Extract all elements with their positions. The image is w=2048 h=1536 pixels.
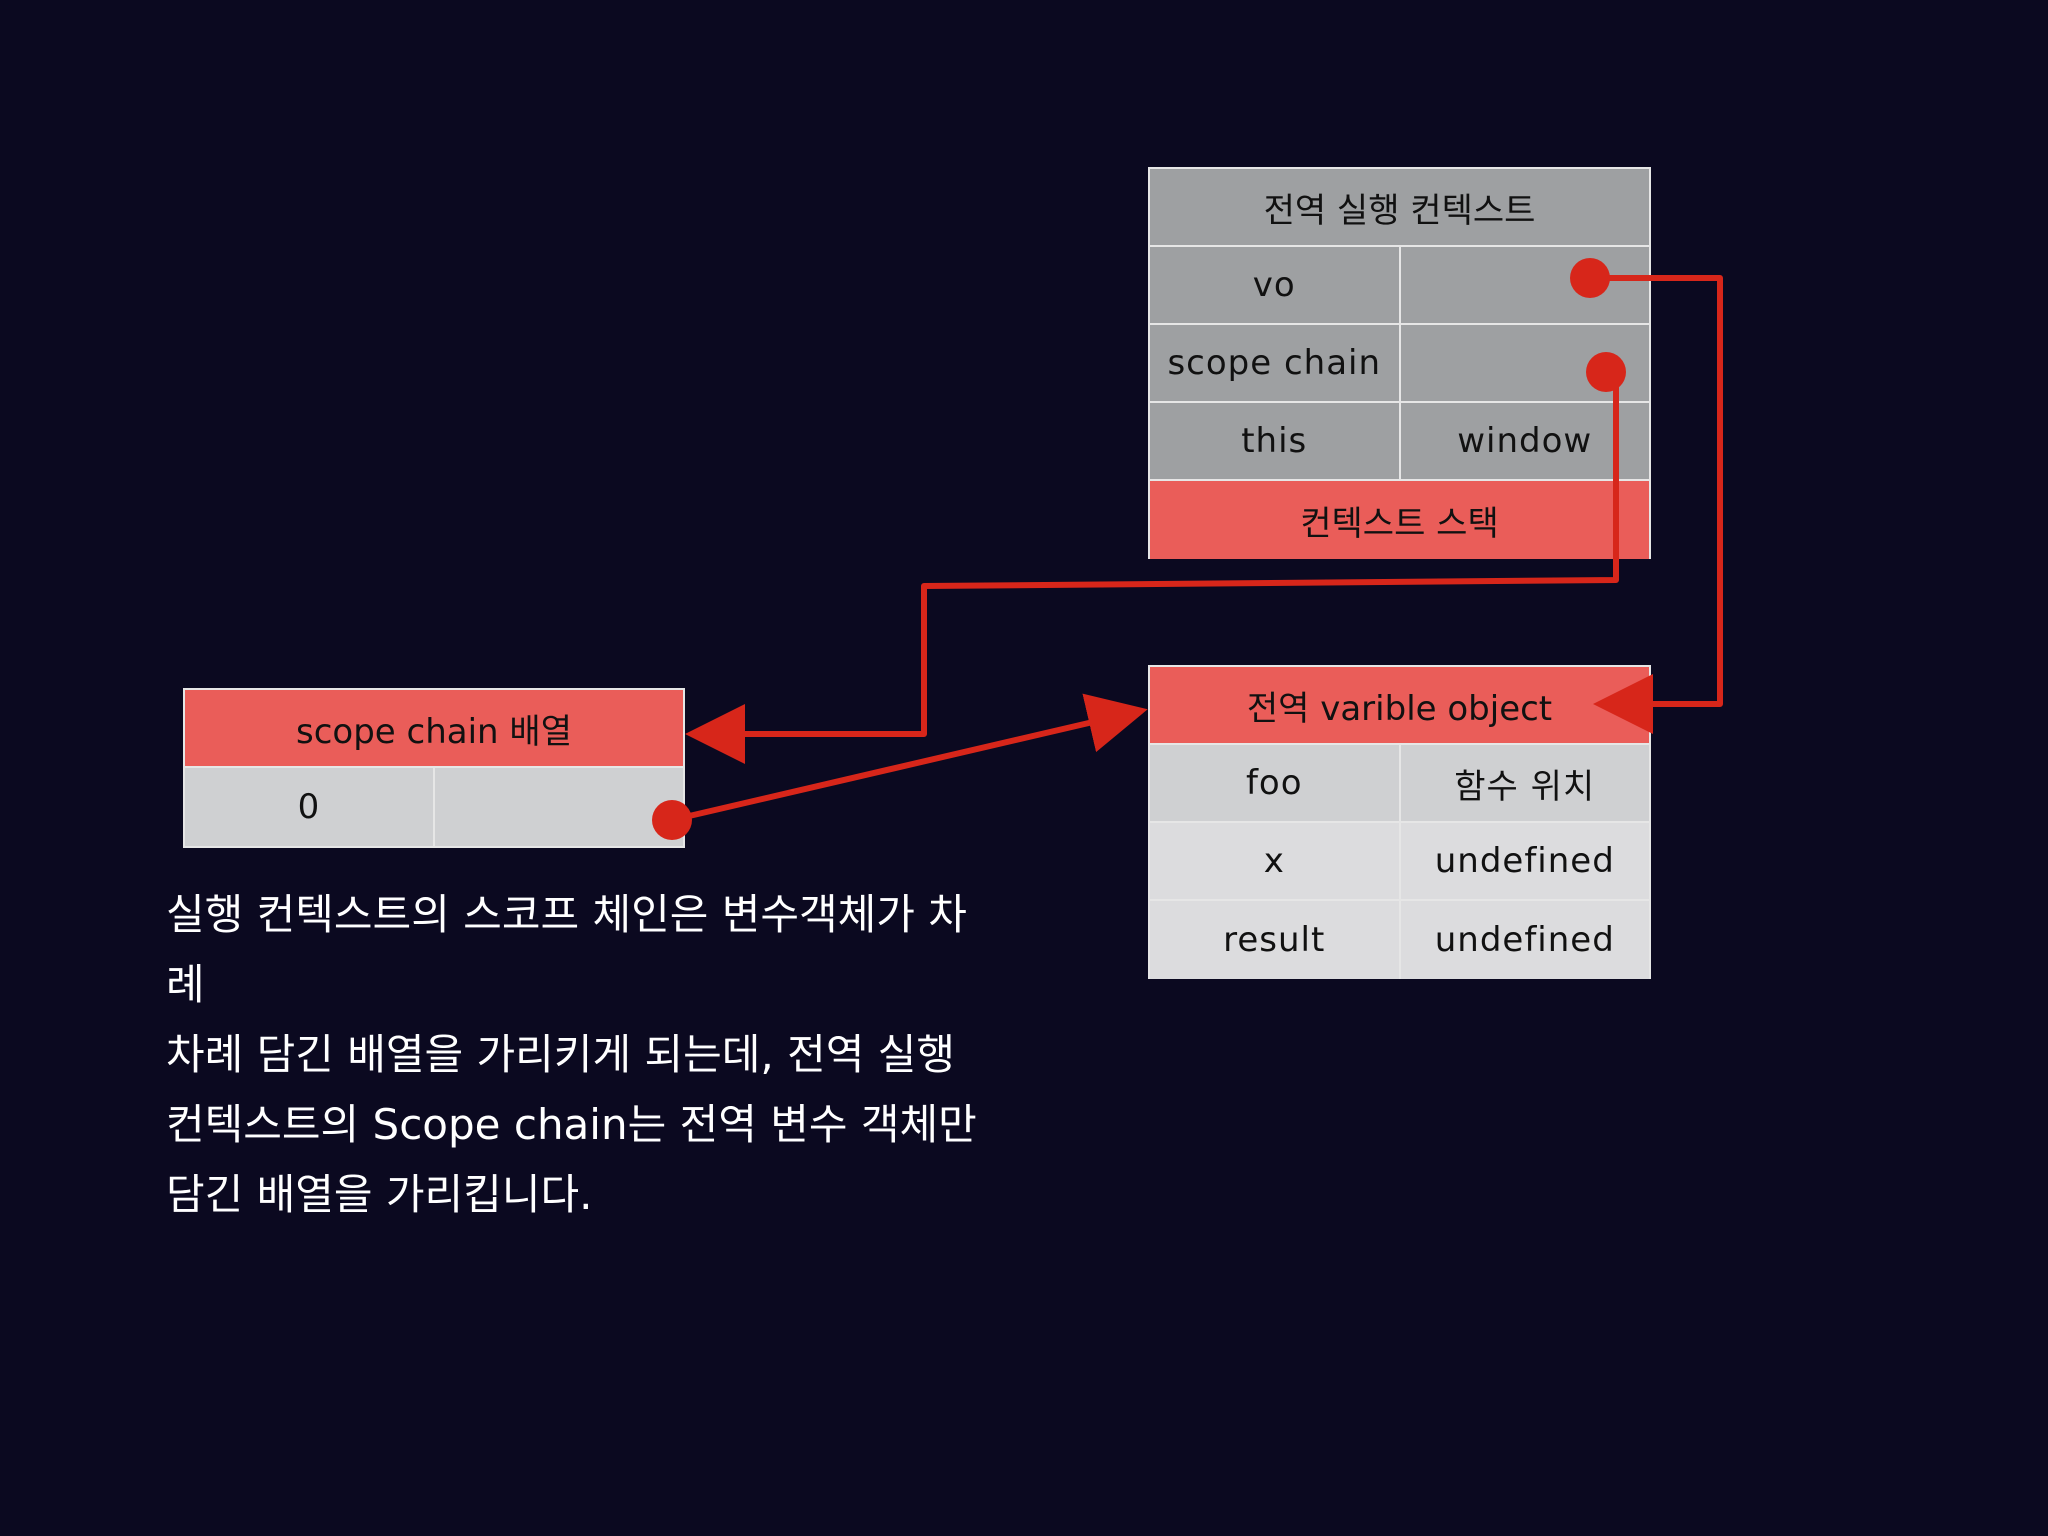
caption-line-3: 컨텍스트의 Scope chain는 전역 변수 객체만 [166,1100,977,1149]
caption-line-4: 담긴 배열을 가리킵니다. [166,1170,593,1219]
variable-key-foo: foo [1245,763,1303,803]
caption-line-2: 차례 담긴 배열을 가리키게 되는데, 전역 실행 [166,1030,955,1079]
global-context-header: 전역 실행 컨텍스트 [1150,169,1649,247]
scope-chain-array-box: scope chain 배열 0 [183,688,685,848]
scope-chain-value-0 [433,768,683,846]
context-row-vo: vo [1150,247,1649,325]
context-stack-footer: 컨텍스트 스택 [1150,481,1649,559]
scope-chain-array-title: scope chain 배열 [296,711,572,752]
global-context-title: 전역 실행 컨텍스트 [1263,190,1536,231]
variable-object-title: 전역 varible object [1246,688,1553,729]
global-variable-object-box: 전역 varible object foo 함수 위치 x undefined … [1148,665,1651,979]
arrow-array-to-variable-object [671,693,1148,823]
scope-chain-index-0: 0 [297,787,321,827]
context-stack-label: 컨텍스트 스택 [1300,503,1499,544]
context-key-this: this [1241,421,1308,461]
scope-chain-array-row-0: 0 [185,768,683,846]
variable-value-foo: 함수 위치 [1398,745,1650,821]
caption-text: 실행 컨텍스트의 스코프 체인은 변수객체가 차례 차례 담긴 배열을 가리키게… [166,880,986,1230]
variable-object-header: 전역 varible object [1150,667,1649,745]
global-execution-context-box: 전역 실행 컨텍스트 vo scope chain this window 컨텍… [1148,167,1651,559]
context-value-this: window [1398,403,1650,479]
variable-key-result: result [1223,920,1326,960]
variable-row-result: result undefined [1150,901,1649,979]
variable-key-x: x [1263,841,1285,881]
caption-line-1: 실행 컨텍스트의 스코프 체인은 변수객체가 차례 [166,890,967,1009]
variable-row-x: x undefined [1150,823,1649,901]
context-row-scope-chain: scope chain [1150,325,1649,403]
variable-value-x: undefined [1398,823,1650,899]
context-key-vo: vo [1252,265,1296,305]
context-value-scope-chain [1398,325,1650,401]
context-row-this: this window [1150,403,1649,481]
context-value-vo [1398,247,1650,323]
variable-row-foo: foo 함수 위치 [1150,745,1649,823]
context-key-scope-chain: scope chain [1167,343,1382,383]
scope-chain-array-header: scope chain 배열 [185,690,683,768]
variable-value-result: undefined [1398,901,1650,979]
